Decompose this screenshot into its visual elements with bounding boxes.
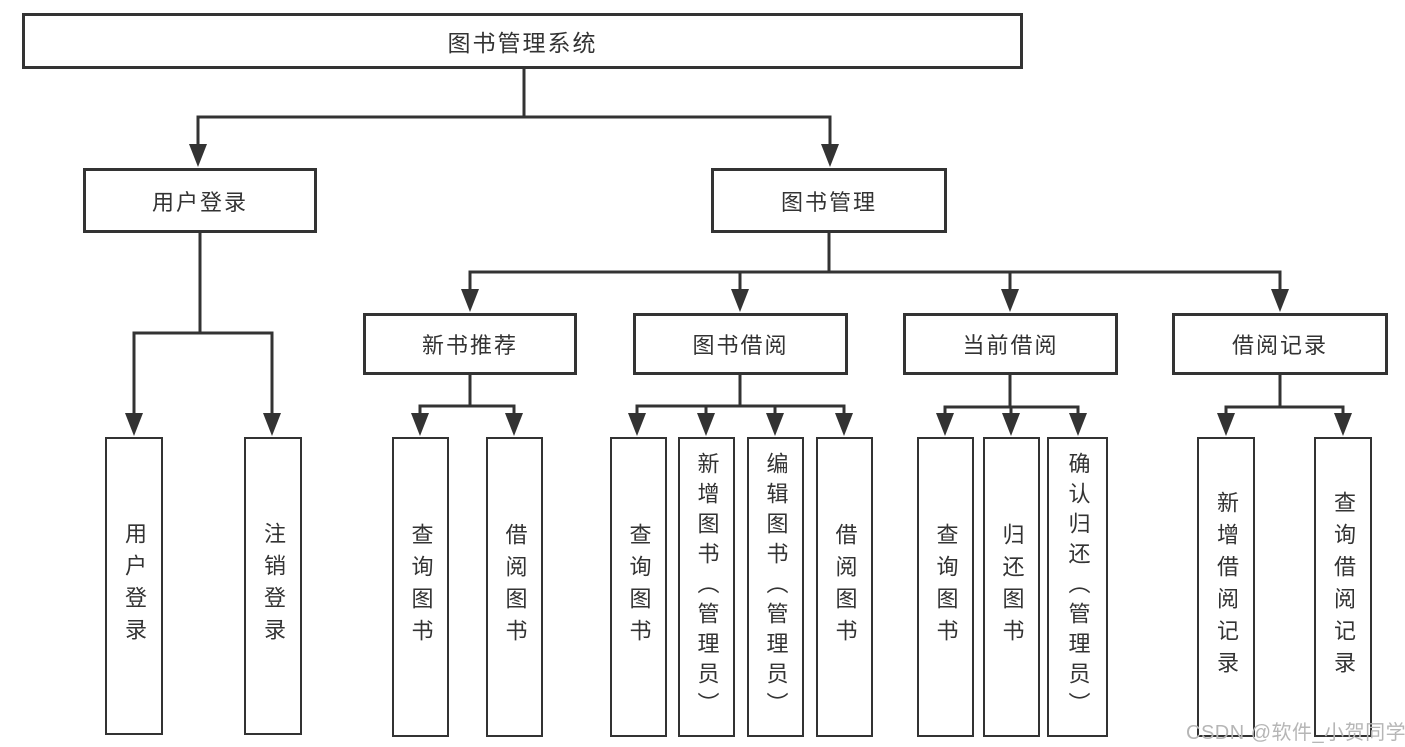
- node-borrowing-records: 借阅记录: [1172, 313, 1388, 375]
- node-current-borrowing: 当前借阅: [903, 313, 1118, 375]
- node-new-book-recommend: 新书推荐: [363, 313, 577, 375]
- node-library-management-system: 图书管理系统: [22, 13, 1023, 69]
- node-label: 新增借阅记录: [1214, 491, 1239, 683]
- leaf-add-book-admin: 新增图书（管理员）: [678, 437, 735, 737]
- node-label: 归还图书: [999, 523, 1025, 651]
- node-label: 借阅记录: [1231, 333, 1328, 358]
- leaf-edit-book-admin: 编辑图书（管理员）: [747, 437, 804, 737]
- leaf-borrow-books-borrowing: 借阅图书: [816, 437, 873, 737]
- node-label: 图书管理: [780, 189, 877, 215]
- leaf-borrow-books-recommend: 借阅图书: [486, 437, 543, 737]
- node-label: 查询借阅记录: [1331, 491, 1356, 683]
- node-label: 借阅图书: [502, 523, 528, 651]
- node-label: 编辑图书（管理员）: [763, 452, 789, 722]
- leaf-query-borrow-record: 查询借阅记录: [1314, 437, 1372, 737]
- node-label: 注销登录: [261, 522, 286, 650]
- node-label: 新增图书（管理员）: [694, 452, 720, 722]
- node-label: 当前借阅: [962, 333, 1059, 358]
- node-label: 借阅图书: [832, 523, 858, 651]
- leaf-add-borrow-record: 新增借阅记录: [1197, 437, 1255, 737]
- node-label: 用户登录: [122, 522, 147, 650]
- node-label: 查询图书: [626, 523, 652, 651]
- leaf-query-books-recommend: 查询图书: [392, 437, 449, 737]
- leaf-confirm-return-admin: 确认归还（管理员）: [1047, 437, 1108, 737]
- node-label: 查询图书: [408, 523, 434, 651]
- node-book-borrowing: 图书借阅: [633, 313, 848, 375]
- node-user-login: 用户登录: [83, 168, 317, 233]
- node-label: 图书借阅: [692, 333, 789, 358]
- node-label: 用户登录: [151, 189, 248, 215]
- node-book-management: 图书管理: [711, 168, 947, 233]
- node-label: 查询图书: [933, 523, 959, 651]
- node-label: 确认归还（管理员）: [1065, 452, 1091, 722]
- leaf-user-login: 用户登录: [105, 437, 163, 735]
- leaf-logout-login: 注销登录: [244, 437, 302, 735]
- leaf-return-book: 归还图书: [983, 437, 1040, 737]
- leaf-query-books-current: 查询图书: [917, 437, 974, 737]
- leaf-query-books-borrowing: 查询图书: [610, 437, 667, 737]
- node-label: 图书管理系统: [447, 30, 598, 56]
- node-label: 新书推荐: [421, 333, 518, 358]
